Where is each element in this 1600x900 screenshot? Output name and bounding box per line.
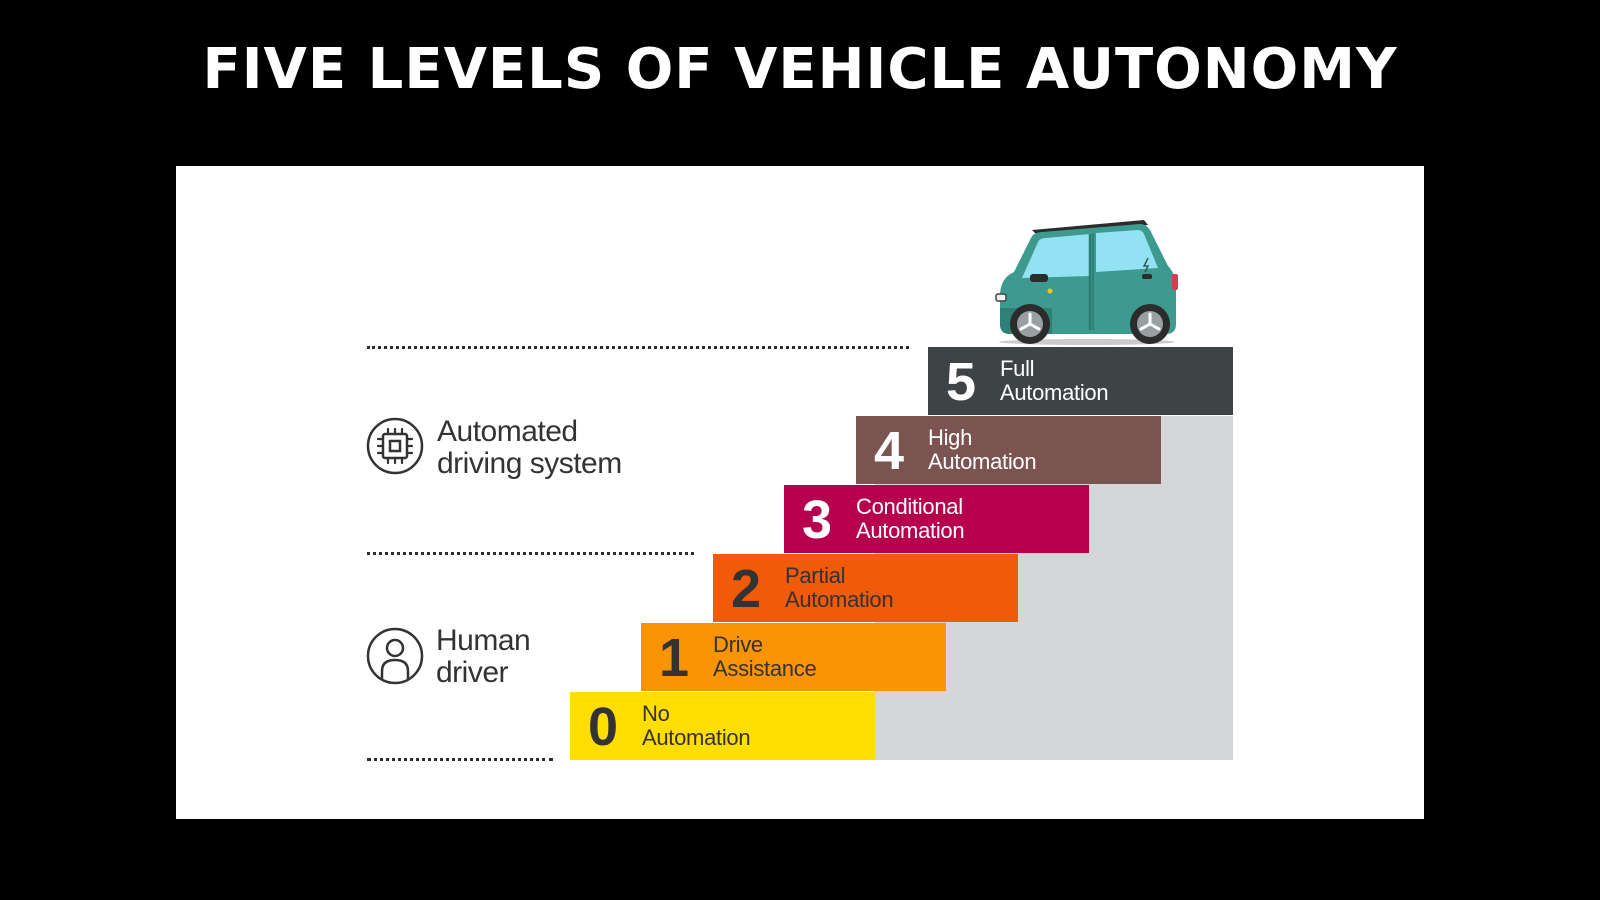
chip-icon (366, 417, 424, 475)
human-driver-line2: driver (436, 656, 509, 689)
car-illustration (995, 220, 1178, 345)
separator-top (367, 346, 909, 349)
level-label-line1: High (928, 425, 973, 450)
level-label: Partial Automation (785, 564, 1015, 612)
level-label-line2: Automation (785, 587, 894, 612)
separator-bottom (367, 758, 553, 761)
level-label: No Automation (642, 702, 872, 750)
level-label-line1: Conditional (856, 494, 963, 519)
level-number: 1 (659, 628, 690, 688)
level-1-step: 1 Drive Assistance (641, 623, 946, 691)
level-number: 0 (588, 697, 619, 757)
slide-title: FIVE LEVELS OF VEHICLE AUTONOMY (202, 37, 1398, 102)
level-label: Conditional Automation (856, 495, 1086, 543)
level-number: 2 (731, 559, 762, 619)
level-label-line1: Full (1000, 356, 1035, 381)
separator-middle (367, 552, 694, 555)
human-driver-label: Human driver (436, 624, 531, 689)
person-icon (366, 627, 424, 685)
level-label-line1: Drive (713, 632, 763, 657)
level-number: 5 (946, 352, 977, 412)
level-label-line2: Assistance (713, 656, 817, 681)
level-number: 3 (802, 490, 833, 550)
level-2-step: 2 Partial Automation (713, 554, 1018, 622)
front-wheel (1010, 304, 1050, 344)
level-label-line1: No (642, 701, 670, 726)
level-number: 4 (874, 421, 905, 481)
level-3-step: 3 Conditional Automation (784, 485, 1089, 553)
automated-driving-line1: Automated (437, 415, 578, 448)
level-label-line2: Automation (856, 518, 965, 543)
level-label: Drive Assistance (713, 633, 943, 681)
level-label-line2: Automation (928, 449, 1037, 474)
level-label-line2: Automation (642, 725, 751, 750)
level-4-step: 4 High Automation (856, 416, 1161, 484)
automated-driving-line2: driving system (437, 447, 622, 480)
human-driver-line1: Human (436, 624, 531, 657)
level-label-line2: Automation (1000, 380, 1109, 405)
automated-driving-label: Automated driving system (437, 416, 622, 480)
level-label: High Automation (928, 426, 1158, 474)
rear-wheel (1130, 304, 1170, 344)
diagram-panel: 0 No Automation 1 Drive Assistance 2 Par… (176, 166, 1424, 819)
level-label: Full Automation (1000, 357, 1230, 405)
level-0-step: 0 No Automation (570, 692, 875, 760)
level-5-step: 5 Full Automation (928, 347, 1233, 415)
level-label-line1: Partial (785, 563, 846, 588)
